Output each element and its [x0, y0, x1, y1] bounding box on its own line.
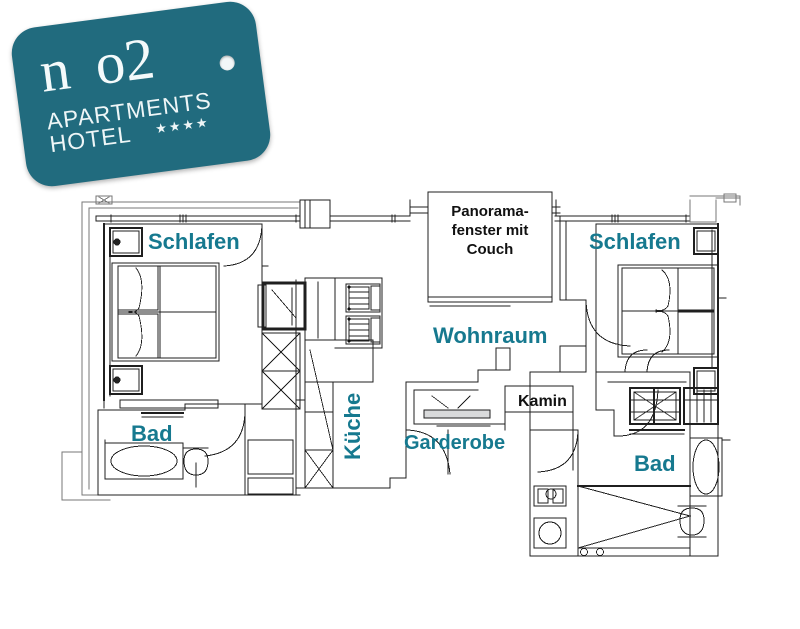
room-label-kueche: Küche	[340, 392, 365, 460]
panorama-line-2: fenster mit	[451, 221, 529, 239]
room-label-bad-left: Bad	[131, 421, 173, 446]
logo-letter-o2: o2	[90, 24, 159, 98]
room-label-bad-right: Bad	[634, 451, 676, 476]
annotation-panorama-window: Panorama- fenster mit Couch	[432, 203, 548, 259]
room-label-schlafen-left: Schlafen	[148, 229, 240, 254]
panorama-line-3: Couch	[466, 240, 514, 258]
room-label-wohnraum: Wohnraum	[433, 323, 548, 348]
annotation-kamin: Kamin	[518, 393, 567, 410]
star-rating-icon: ★★★★	[154, 114, 211, 137]
room-label-garderobe: Garderobe	[404, 432, 506, 454]
panorama-line-1: Panorama-	[451, 203, 529, 220]
room-label-schlafen-right: Schlafen	[589, 229, 681, 254]
